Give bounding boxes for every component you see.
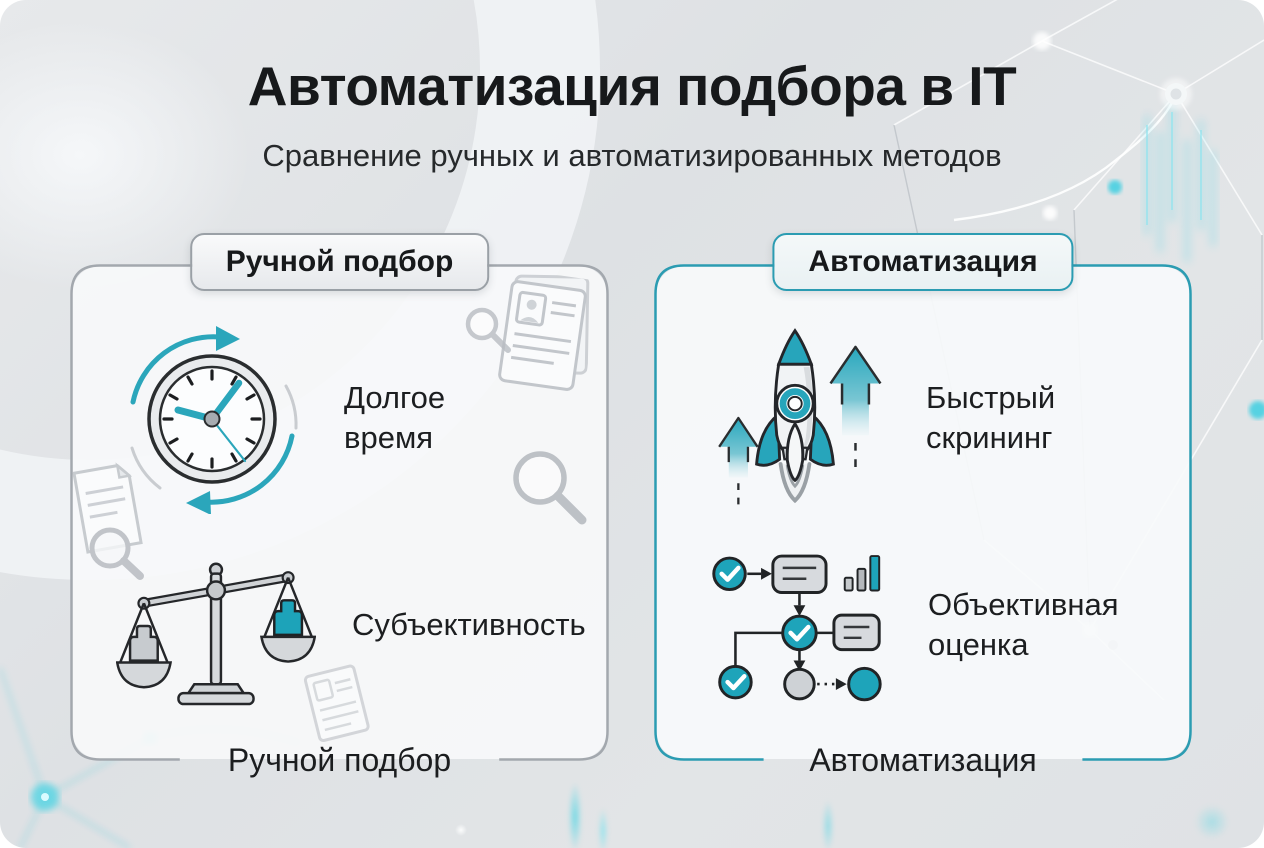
automation-item-objective-evaluation: Объективная оценка [700, 544, 1172, 706]
clock-icon [130, 326, 298, 514]
manual-panel-badge: Ручной подбор [189, 233, 490, 291]
automation-panel: Автоматизация [654, 233, 1192, 778]
flowchart-icon [712, 554, 882, 702]
manual-item-subjectivity: Субъективность [116, 544, 589, 706]
network-decoration [893, 0, 1264, 700]
automation-item-fast-screening-text: Быстрый скрининг [926, 378, 1055, 458]
automation-item-objective-evaluation-text: Объективная оценка [928, 585, 1119, 665]
automation-panel-badge: Автоматизация [772, 233, 1074, 291]
scales-icon [116, 562, 316, 706]
item-text-line: Долгое [344, 380, 446, 415]
page-title: Автоматизация подбора в IT [247, 55, 1017, 117]
glow-spot [598, 808, 608, 848]
glow-spot [1195, 805, 1229, 839]
automation-badge-label: Автоматизация [808, 245, 1038, 278]
glow-spot [822, 800, 834, 848]
item-text-line: Субъективность [352, 607, 586, 642]
rocket-icon [718, 328, 882, 507]
manual-item-subjectivity-text: Субъективность [352, 605, 586, 645]
header: Автоматизация подбора в IT Сравнение руч… [0, 54, 1264, 174]
item-text-line: время [344, 420, 434, 455]
manual-item-long-time: Долгое время [116, 322, 589, 514]
item-text-line: Объективная [928, 587, 1119, 622]
manual-badge-label: Ручной подбор [225, 245, 454, 278]
automation-item-fast-screening: Быстрый скрининг [700, 322, 1172, 514]
glow-spot [568, 782, 582, 848]
glow-spot [455, 824, 467, 836]
page-subtitle: Сравнение ручных и автоматизированных ме… [262, 138, 1002, 173]
manual-item-long-time-text: Долгое время [344, 378, 445, 458]
item-text-line: скрининг [926, 420, 1053, 455]
automation-panel-footer: Автоматизация [809, 742, 1037, 778]
item-text-line: оценка [928, 627, 1029, 662]
manual-panel-footer: Ручной подбор [227, 742, 452, 778]
item-text-line: Быстрый [926, 380, 1056, 415]
manual-panel: Ручной подбор [70, 233, 609, 778]
